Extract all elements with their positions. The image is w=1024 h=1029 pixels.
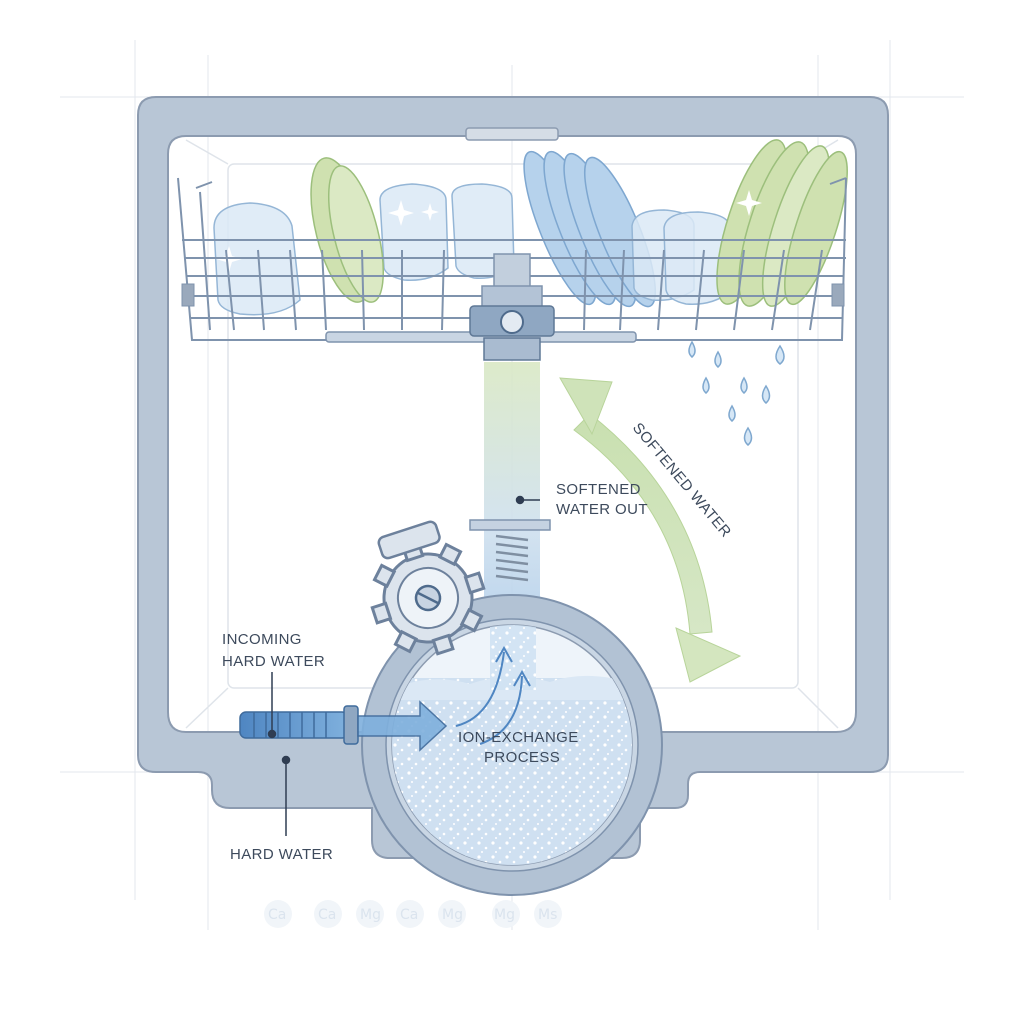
ion-exchange-arrows [455,645,531,745]
softened-water-out-label-line2: WATER OUT [556,501,648,518]
water-softener-unit [361,519,663,896]
flow-arrow [357,700,448,752]
ion-exchange-label-line1: ION-EXCHANGE [458,729,579,746]
ion-symbol: Mg [494,907,515,923]
incoming-hard-water-label-line2: HARD WATER [222,653,325,670]
upper-dish-rack [177,139,848,341]
softened-water-out-label-line1: SOFTENED [556,481,641,498]
ion-symbol: Ca [400,907,418,923]
water-droplet-icons [688,340,785,446]
ion-symbol: Mg [360,907,381,923]
faded-ion-symbols: Ca Ca Mg Ca Mg Mg Ms [264,900,562,928]
plates-blue-middle [523,150,656,308]
hard-water-label: HARD WATER [230,846,333,863]
plates-green-right [716,139,848,307]
incoming-hard-water-label-line1: INCOMING [222,631,302,648]
gear-icon [370,520,486,656]
ion-symbol: Mg [442,907,463,923]
dishwasher-tub-frame [137,96,889,859]
incoming-hard-water-pipe [239,700,448,752]
ion-symbol: Ms [538,907,557,923]
plates-green-left [310,157,384,303]
ion-symbol: Ca [268,907,286,923]
leader-lines [267,495,540,836]
ion-exchange-label-line2: PROCESS [484,749,560,766]
ion-symbol: Ca [318,907,336,923]
coil-spring [469,519,551,582]
top-vent [465,127,559,141]
spray-arm [325,253,637,361]
